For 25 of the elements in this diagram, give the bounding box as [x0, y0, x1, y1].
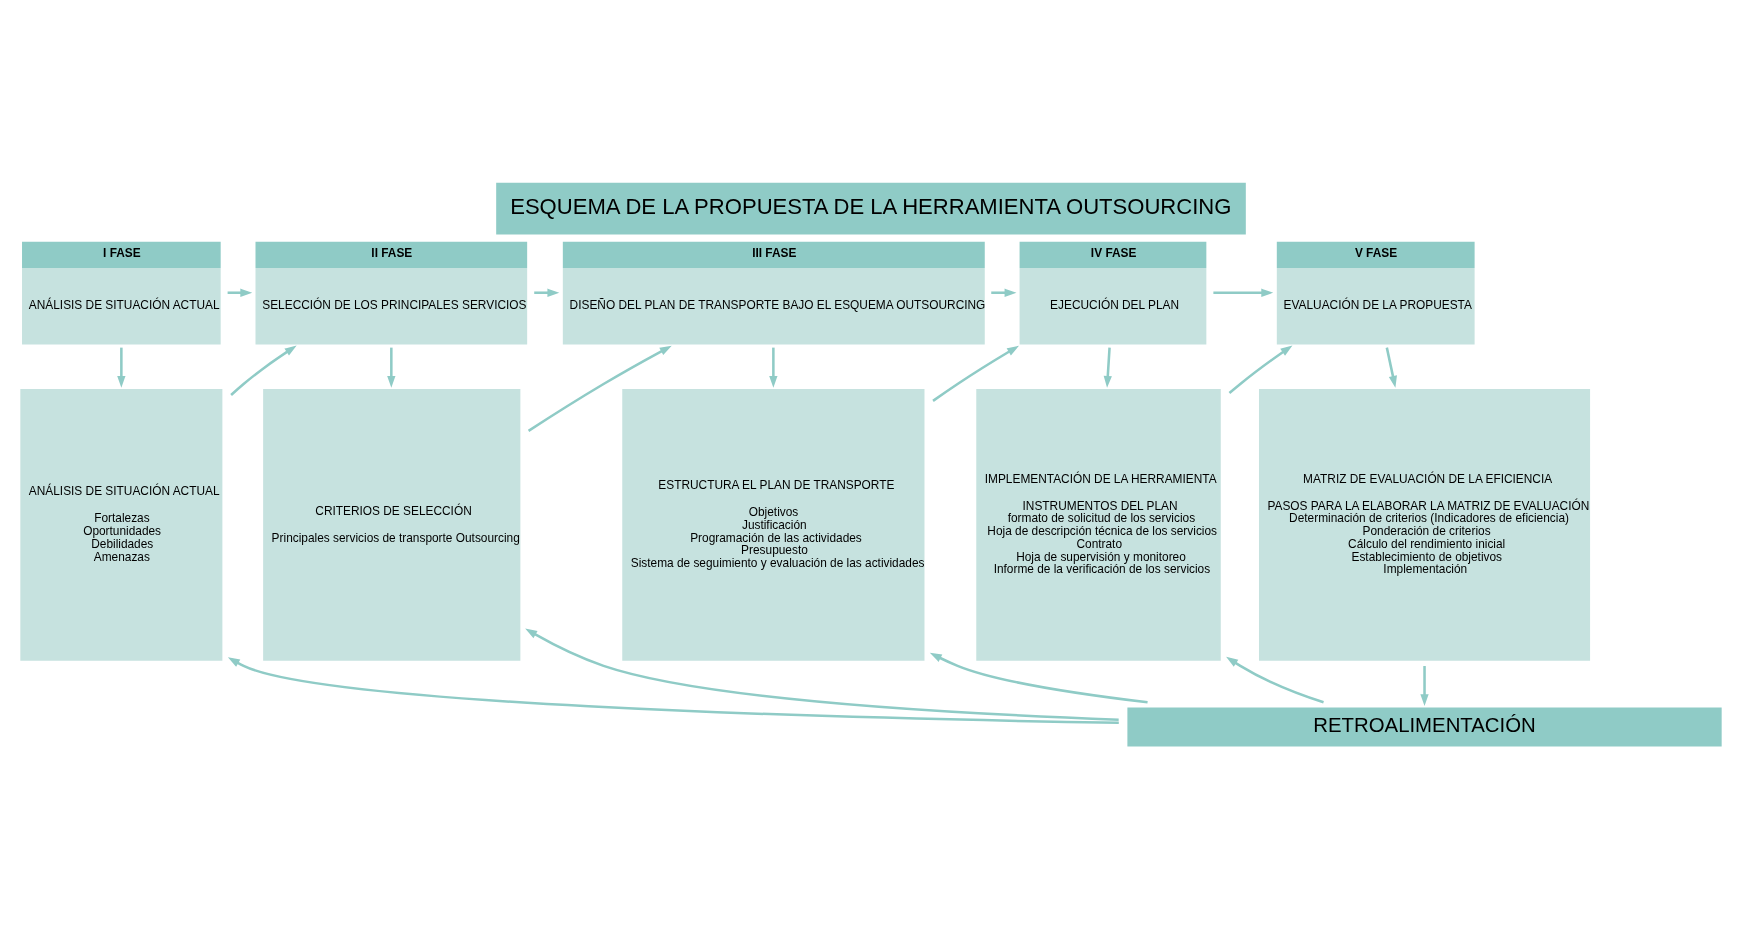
arrow	[991, 288, 1017, 297]
arrow	[525, 628, 1119, 721]
arrow	[1420, 665, 1429, 706]
arrow	[227, 288, 253, 297]
arrow	[527, 345, 672, 432]
arrow	[230, 345, 297, 396]
arrow	[227, 656, 1119, 724]
node-box: RETROALIMENTACIÓN	[1127, 706, 1722, 746]
arrow	[769, 347, 778, 388]
arrow	[1103, 347, 1112, 388]
arrow	[1385, 346, 1397, 388]
node-box: MATRIZ DE EVALUACIÓN DE LA EFICIENCIA PASOS PARA LA ELABORAR LA MATRIZ DE EVALUACIÓN Determinación de criterios (Indicadores de eficiencia) Ponderación de criterios Cálculo del rendimiento inicial Establecimiento de objetivos Implementación	[1259, 388, 1591, 661]
node-box: ESTRUCTURA EL PLAN DE TRANSPORTE Objetivos Justificación Programación de las actividades Presupuesto Sistema de seguimiento y evaluación de las actividades	[622, 388, 925, 661]
arrow	[1226, 656, 1324, 704]
arrow	[117, 347, 126, 388]
arrow	[534, 288, 560, 297]
arrow	[387, 347, 396, 388]
diagram-title: ESQUEMA DE LA PROPUESTA DE LA HERRAMIENTA OUTSOURCING	[510, 193, 1232, 219]
arrow	[929, 652, 1148, 704]
node-box: IMPLEMENTACIÓN DE LA HERRAMIENTA INSTRUMENTOS DEL PLAN formato de solicitud de los servicios Hoja de descripción técnica de los servicios Contrato Hoja de supervisión y monitoreo Informe de la verificación de los servicios	[976, 388, 1221, 661]
arrow	[1213, 288, 1274, 297]
arrow	[932, 345, 1019, 402]
node-box: CRITERIOS DE SELECCIÓN Principales servicios de transporte Outsourcing	[263, 388, 521, 661]
arrow	[1228, 344, 1293, 394]
node-box: ANÁLISIS DE SITUACIÓN ACTUAL Fortalezas Oportunidades Debilidades Amenazas	[20, 388, 223, 661]
